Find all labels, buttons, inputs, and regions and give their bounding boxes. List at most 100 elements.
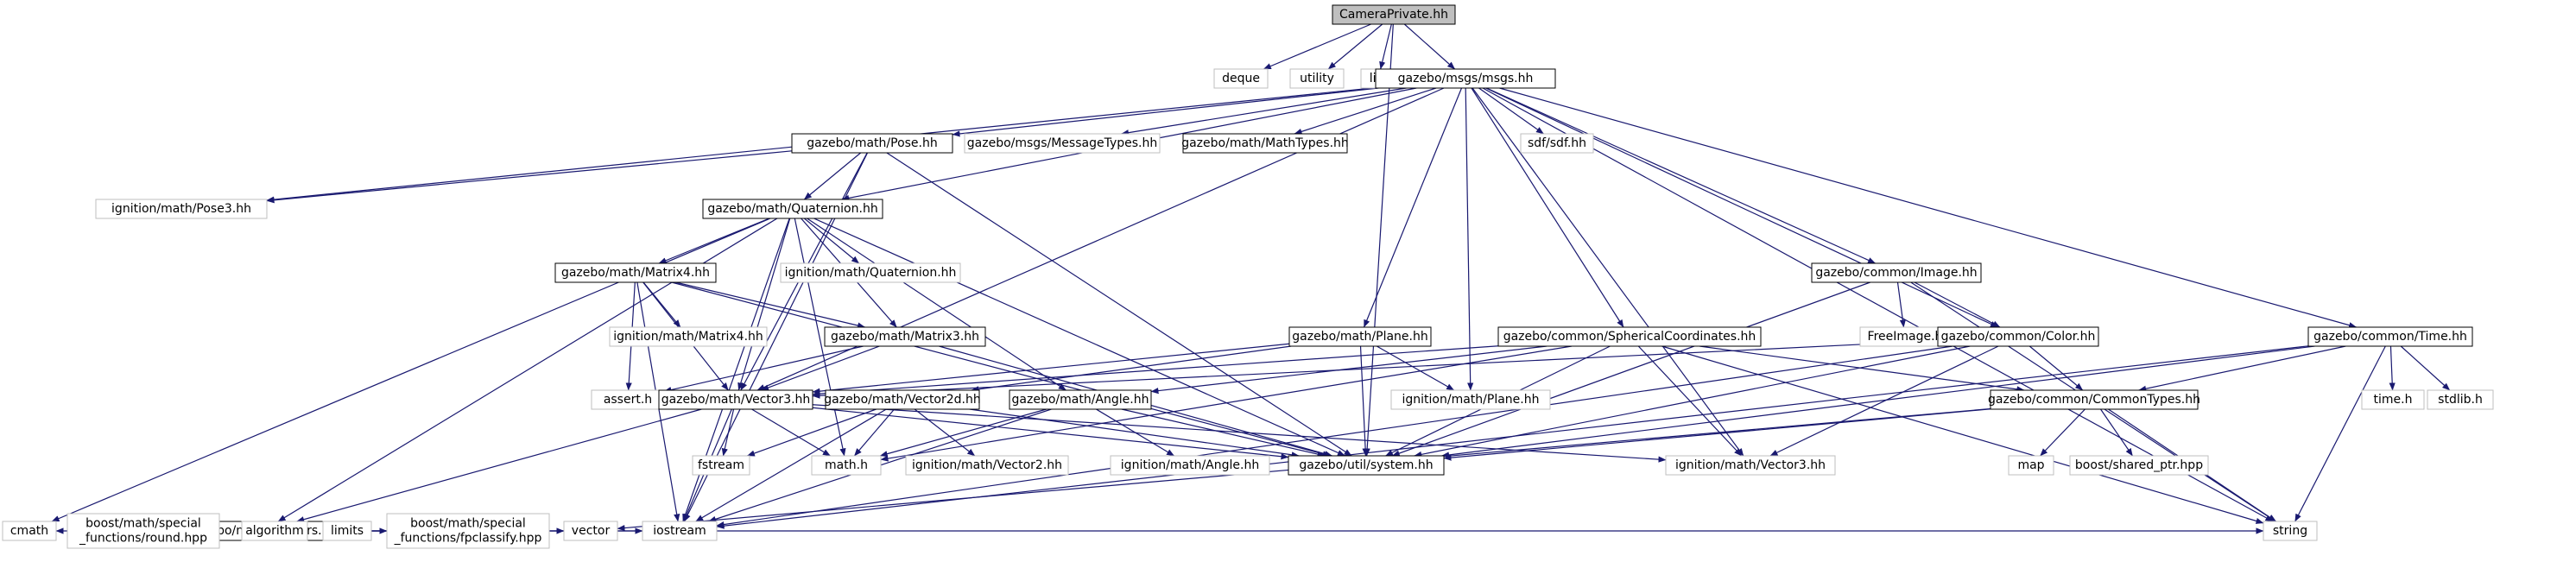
edge-matrix4-to-system (671, 281, 1331, 458)
node-box (1110, 455, 1270, 476)
node-box (609, 326, 768, 347)
edge-vector3-to-system (812, 407, 1289, 460)
node-box (824, 326, 986, 347)
node-label: utility (1300, 72, 1334, 85)
node-label: cmath (10, 524, 48, 538)
node-common-types[interactable]: gazebo/common/CommonTypes.hh (1988, 389, 2200, 410)
node-box (905, 455, 1069, 476)
node-image[interactable]: gazebo/common/Image.hh (1811, 262, 1982, 283)
node-label: ignition/math/Vector2.hh (912, 458, 1062, 472)
node-system[interactable]: gazebo/util/system.hh (1288, 455, 1445, 476)
edge-common_types-to-system (1443, 408, 1991, 461)
node-label: stdlib.h (2438, 393, 2483, 407)
node-quaternion[interactable]: gazebo/math/Quaternion.hh (702, 199, 883, 219)
node-label: boost/math/special (410, 517, 526, 531)
node-label: ignition/math/Angle.hh (1121, 458, 1259, 472)
node-label: ignition/math/Plane.hh (1402, 393, 1540, 407)
node-matrix4[interactable]: gazebo/math/Matrix4.hh (554, 262, 717, 283)
node-string: string (2263, 521, 2318, 541)
node-ign-angle: ignition/math/Angle.hh (1110, 455, 1270, 476)
node-plane[interactable]: gazebo/math/Plane.hh (1288, 326, 1432, 347)
node-box (1288, 455, 1445, 476)
node-color[interactable]: gazebo/common/Color.hh (1937, 326, 2099, 347)
edge-time-to-string (2294, 345, 2386, 522)
node-label: gazebo/math/Vector2d.hh (824, 393, 981, 407)
edges-layer (51, 23, 2451, 534)
node-box (2361, 389, 2425, 410)
edge-vector2d-to-ign_vector2 (914, 408, 976, 457)
edge-quaternion-to-system (813, 218, 1345, 457)
edge-pose-to-ign_pose3 (266, 150, 793, 204)
node-label: string (2273, 524, 2307, 538)
node-box (1990, 389, 2199, 410)
node-spherical[interactable]: gazebo/common/SphericalCoordinates.hh (1497, 326, 1762, 347)
node-ign-matrix4: ignition/math/Matrix4.hh (609, 326, 768, 347)
edge-quaternion-to-vector3 (737, 218, 791, 391)
node-label: gazebo/msgs/msgs.hh (1398, 72, 1534, 85)
edge-camera_private-to-msgs (1403, 23, 1456, 70)
edge-pose-to-quaternion (803, 152, 862, 200)
node-box (811, 455, 882, 476)
node-label: ignition/math/Quaternion.hh (785, 266, 957, 280)
node-box (1332, 4, 1456, 25)
node-box (1375, 68, 1556, 89)
node-label: _functions/round.hpp (79, 532, 207, 546)
edge-matrix3-to-assert (663, 345, 864, 394)
node-label: gazebo/common/SphericalCoordinates.hh (1503, 330, 1756, 344)
node-label: iostream (653, 524, 706, 538)
node-msgs[interactable]: gazebo/msgs/msgs.hh (1375, 68, 1556, 89)
node-math-types[interactable]: gazebo/math/MathTypes.hh (1181, 133, 1349, 154)
edge-spherical-to-vector3 (812, 345, 1499, 397)
node-limits: limits (322, 521, 372, 541)
node-box (642, 521, 718, 541)
edge-spherical-to-math_h (880, 345, 1573, 462)
node-matrix3[interactable]: gazebo/math/Matrix3.hh (824, 326, 986, 347)
node-vector3[interactable]: gazebo/math/Vector3.hh (658, 389, 813, 410)
node-label: gazebo/math/Quaternion.hh (707, 202, 877, 216)
edge-msgs-to-image (1486, 87, 1877, 264)
node-label: gazebo/common/CommonTypes.hh (1988, 393, 2200, 407)
node-label: gazebo/util/system.hh (1299, 458, 1433, 472)
edge-vector2d-to-iostream (695, 408, 887, 522)
node-vector2d[interactable]: gazebo/math/Vector2d.hh (824, 389, 981, 410)
node-box (386, 513, 550, 549)
node-camera-private[interactable]: CameraPrivate.hh (1332, 4, 1456, 25)
node-box (95, 199, 268, 219)
edge-image-to-color (1914, 281, 2001, 328)
edge-quaternion-to-helpers (277, 218, 778, 522)
node-box (825, 389, 980, 410)
node-assert: assert.h (591, 389, 665, 410)
node-box (1213, 68, 1269, 89)
edge-time-to-stdlib_h (2400, 345, 2451, 391)
edge-msgs-to-color (1485, 87, 1998, 328)
node-sdf: sdf/sdf.hh (1520, 133, 1594, 154)
node-box (1390, 389, 1551, 410)
node-pose[interactable]: gazebo/math/Pose.hh (791, 133, 953, 154)
edge-time-to-common_types (2138, 345, 2346, 392)
node-box (791, 133, 953, 154)
edge-vector2d-to-fstream (746, 408, 877, 457)
edge-angle-to-ign_angle (1096, 408, 1175, 457)
node-math-h: math.h (811, 455, 882, 476)
node-time[interactable]: gazebo/common/Time.hh (2307, 326, 2473, 347)
edge-image-to-system (1391, 281, 1870, 457)
edge-vector2d-to-math_h (853, 408, 896, 457)
node-box (1182, 133, 1348, 154)
node-ign-vector3: ignition/math/Vector3.hh (1665, 455, 1836, 476)
node-angle[interactable]: gazebo/math/Angle.hh (1009, 389, 1152, 410)
node-label: gazebo/msgs/MessageTypes.hh (967, 136, 1157, 150)
edge-msgs-to-plane (1363, 87, 1463, 328)
node-label: limits (331, 524, 364, 538)
edge-quaternion-to-math_h (794, 218, 846, 457)
node-box (2, 521, 57, 541)
node-label: time.h (2374, 393, 2413, 407)
edge-color-to-system (1414, 345, 1971, 458)
node-label: gazebo/math/Matrix3.hh (831, 330, 979, 344)
edge-plane-to-vector2d (971, 345, 1292, 393)
node-label: boost/math/special (85, 517, 201, 531)
edge-vector3-to-helpers (296, 408, 702, 523)
edge-spherical-to-string (1661, 345, 2264, 524)
node-freeimage: FreeImage.h (1859, 326, 1951, 347)
edge-msgs-to-time (1499, 87, 2358, 329)
